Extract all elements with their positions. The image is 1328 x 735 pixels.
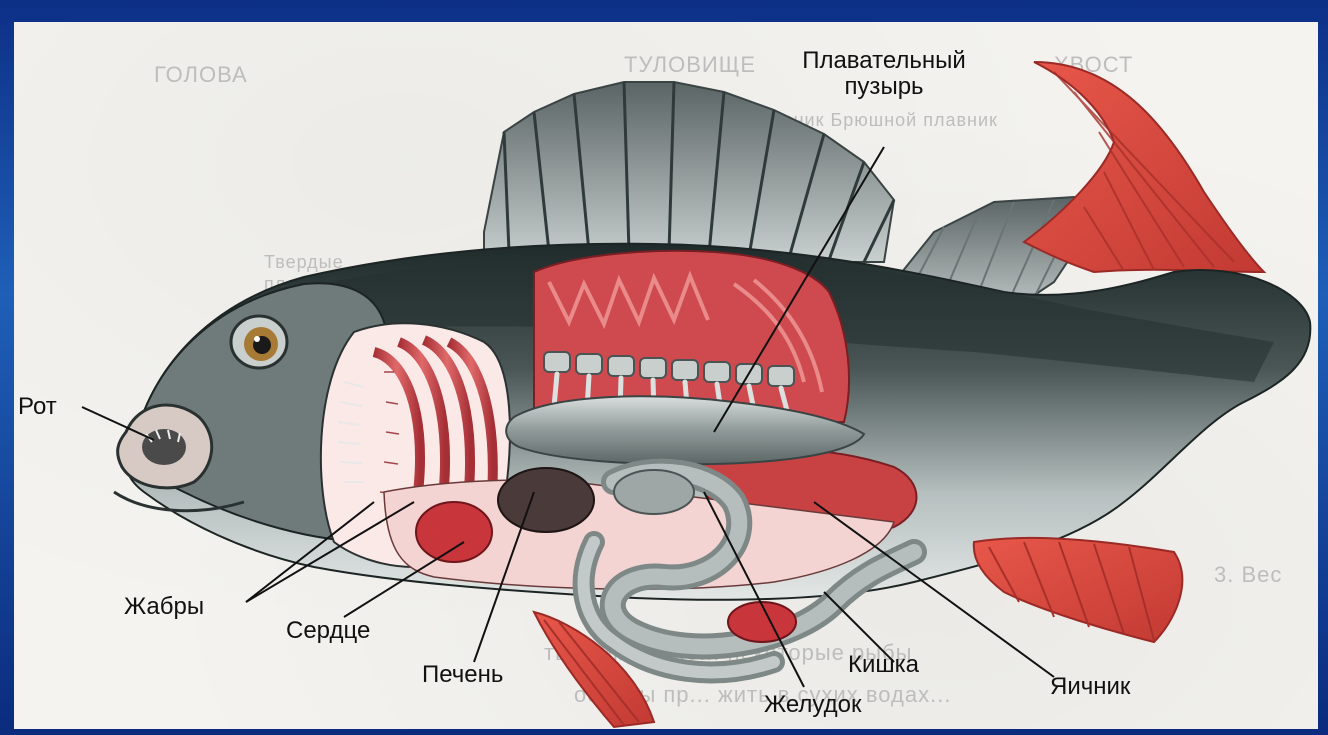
- diagram-frame: ГОЛОВА ТУЛОВИЩЕ ХВОСТ Спинной плавник Бр…: [14, 22, 1318, 729]
- anal-fin: [974, 538, 1183, 642]
- label-swim-bladder-line2: пузырь: [774, 74, 994, 100]
- label-mouth: Рот: [18, 394, 57, 420]
- label-intestine: Кишка: [848, 652, 919, 678]
- tail-fin: [1024, 62, 1264, 272]
- liver: [498, 468, 594, 532]
- fish-eye: [231, 316, 287, 368]
- stomach: [614, 470, 694, 514]
- label-gills: Жабры: [124, 594, 204, 620]
- label-swim-bladder-line1: Плавательный: [774, 48, 994, 74]
- label-stomach: Желудок: [764, 692, 861, 718]
- fish-illustration: [14, 22, 1318, 729]
- heart: [416, 502, 492, 562]
- label-ovary: Яичник: [1050, 674, 1130, 700]
- muscle-area: [534, 251, 849, 422]
- label-heart: Сердце: [286, 618, 370, 644]
- label-liver: Печень: [422, 662, 503, 688]
- label-swim-bladder: Плавательный пузырь: [774, 48, 994, 100]
